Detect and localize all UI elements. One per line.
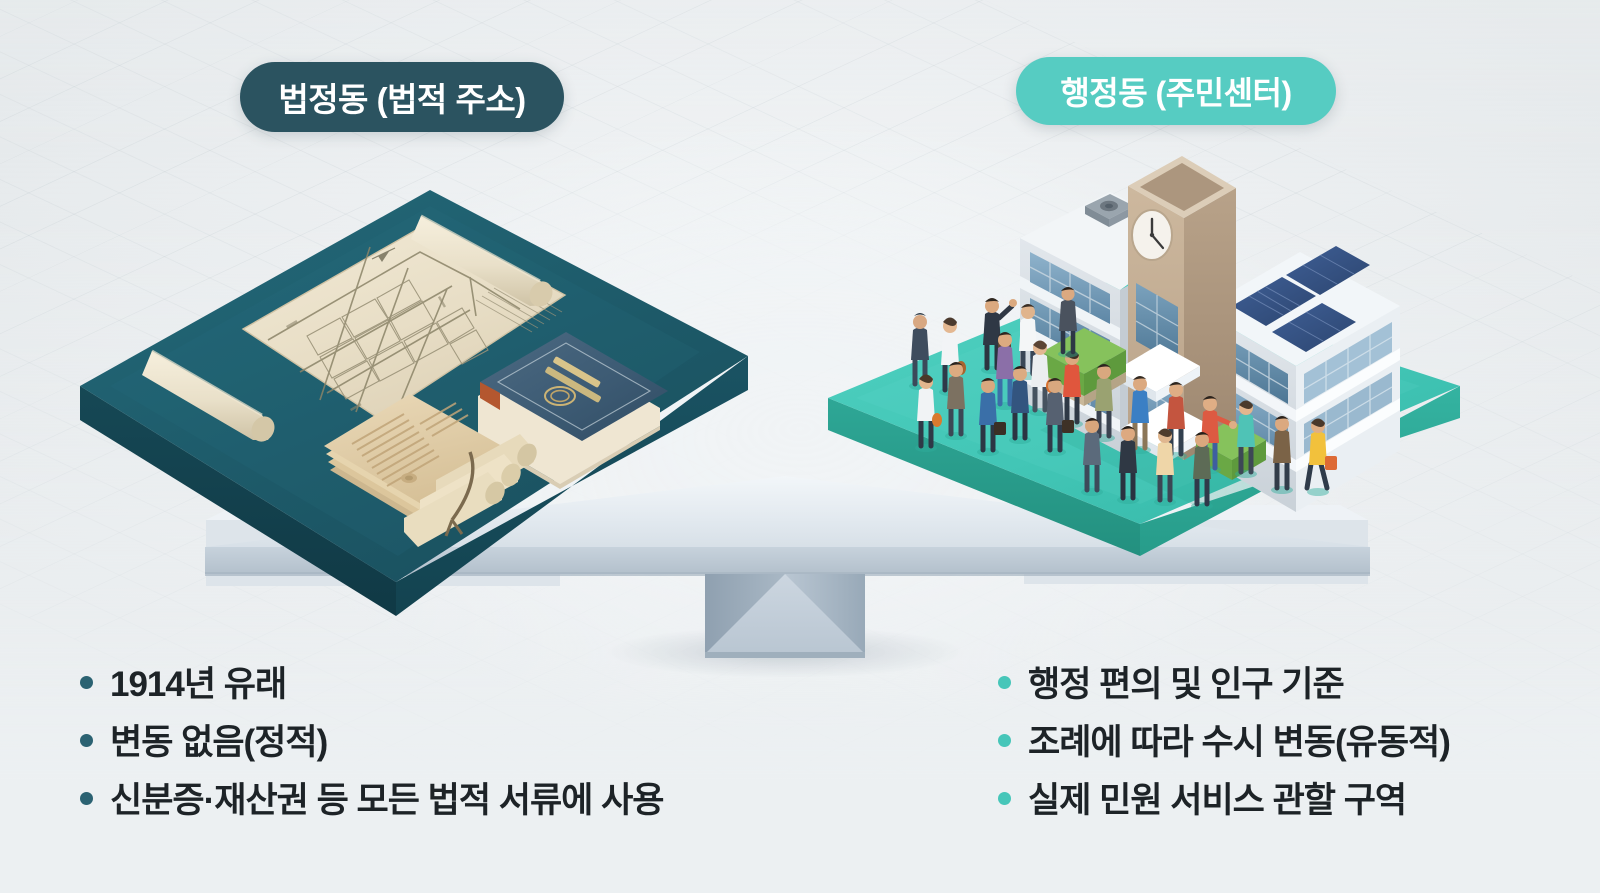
bullet-dot-icon [80, 734, 93, 748]
tied-scroll-bundle [404, 434, 537, 547]
fulcrum [705, 574, 865, 658]
bullet-dot-icon [80, 792, 93, 806]
list-item: 변동 없음(정적) [80, 720, 663, 766]
list-item-label: 조례에 따라 수시 변동(유동적) [1028, 723, 1451, 763]
list-item: 실제 민원 서비스 관할 구역 [998, 778, 1450, 824]
list-item-label: 신분증·재산권 등 모든 법적 서류에 사용 [110, 781, 664, 821]
list-item-label: 실제 민원 서비스 관할 구역 [1028, 781, 1407, 821]
hedge-planter-right [1196, 420, 1266, 480]
beam-top-surface [205, 476, 1370, 556]
list-item: 행정 편의 및 인구 기준 [998, 662, 1450, 708]
list-item-label: 행정 편의 및 인구 기준 [1028, 665, 1345, 704]
list-item-label: 변동 없음(정적) [110, 723, 328, 763]
gold-seal-icon [544, 386, 576, 406]
cadastral-map-scroll [142, 214, 567, 442]
crowd-of-residents [909, 287, 1337, 510]
beam-front-face [205, 547, 1370, 574]
admin-dong-bullet-list: 행정 편의 및 인구 기준 조례에 따라 수시 변동(유동적) 실제 민원 서비… [998, 662, 1451, 837]
building-right-wing [1200, 246, 1400, 512]
badge-admin-dong[interactable]: 행정동 (주민센터) [1016, 57, 1336, 125]
bullet-dot-icon [998, 676, 1011, 689]
north-arrow-icon [371, 247, 396, 262]
bullet-dot-icon [80, 676, 93, 689]
land-register-book [478, 332, 668, 489]
tower-clock [1131, 209, 1173, 261]
list-item: 조례에 따라 수시 변동(유동적) [998, 720, 1451, 766]
building-left-wing [1020, 192, 1196, 452]
entrance-canopy [1116, 344, 1200, 402]
community-center-building [1020, 156, 1400, 514]
left-platform [80, 190, 748, 616]
badge-legal-dong[interactable]: 법정동 (법적 주소) [240, 62, 564, 132]
legal-dong-bullet-list: 1914년 유래 변동 없음(정적) 신분증·재산권 등 모든 법적 서류에 사… [80, 662, 664, 837]
beam-bottom-edge [205, 572, 1370, 576]
rooftop-hvac-unit [1085, 194, 1134, 227]
solar-panels [1232, 246, 1370, 352]
bullet-dot-icon [998, 792, 1011, 806]
hedge-planter-left [1042, 328, 1126, 406]
left-platform-support [206, 505, 560, 586]
entrance-canopy-lower [1122, 402, 1212, 462]
right-platform-support [1024, 505, 1368, 584]
document-stack [324, 394, 537, 547]
bullet-dot-icon [998, 734, 1011, 748]
clock-tower [1128, 156, 1236, 460]
list-item: 신분증·재산권 등 모든 법적 서류에 사용 [80, 778, 664, 824]
right-platform [828, 276, 1460, 556]
list-item-label: 1914년 유래 [110, 665, 287, 704]
list-item: 1914년 유래 [80, 662, 663, 708]
